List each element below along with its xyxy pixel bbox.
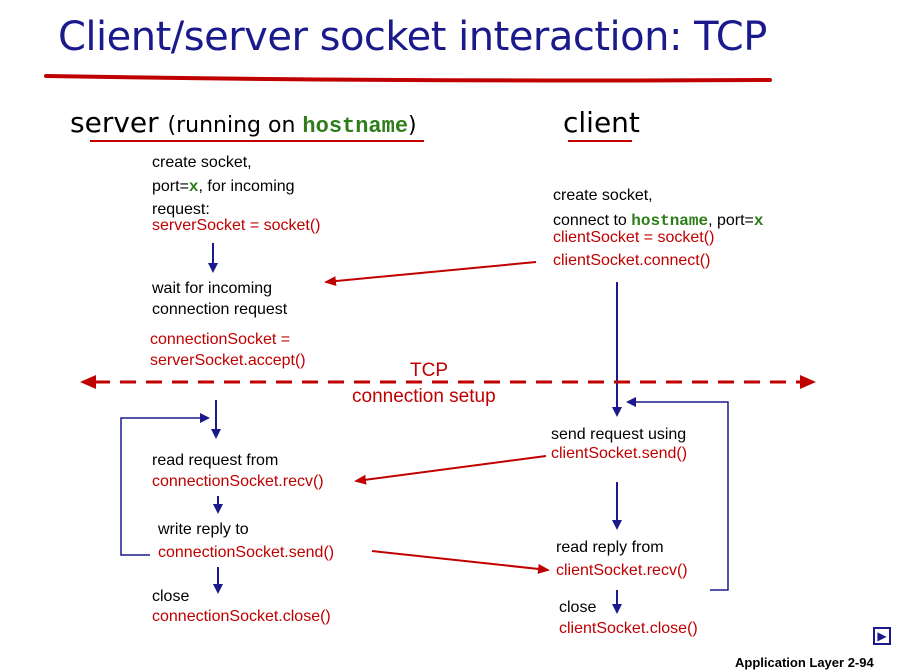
server-close-line1: close	[152, 588, 190, 605]
client-connect-hostname: hostname	[631, 212, 709, 230]
client-connect-port-label: , port=	[708, 212, 754, 229]
server-header-running: (running on	[167, 113, 303, 138]
send-request-arrow	[354, 455, 547, 485]
send-reply-arrow	[371, 550, 550, 574]
client-read-line1: read reply from	[556, 539, 664, 556]
server-port-label: port=	[152, 178, 189, 195]
server-create-line2: port=x, for incoming	[152, 177, 295, 197]
client-send-code: clientSocket.send()	[551, 445, 688, 462]
server-accept-line1: connectionSocket =	[150, 331, 291, 348]
client-send-line1: send request using	[551, 426, 687, 443]
server-port-var: x	[188, 178, 199, 196]
client-create-line1: create socket,	[553, 187, 653, 204]
server-create-line3: request:	[152, 201, 210, 218]
connect-request-arrow	[324, 261, 537, 287]
client-code1: clientSocket = socket()	[553, 229, 715, 246]
server-loop-arrow	[120, 413, 210, 556]
client-header: client	[563, 106, 640, 139]
client-loop-arrow	[626, 397, 729, 591]
server-create-code: serverSocket = socket()	[152, 217, 321, 234]
client-close-line1: close	[559, 599, 597, 616]
server-port-post: , for incoming	[198, 178, 295, 195]
client-code2: clientSocket.connect()	[553, 252, 711, 269]
server-header-close-paren: )	[408, 113, 417, 138]
tcp-setup-right-head	[800, 375, 816, 389]
next-slide-icon[interactable]: ▶	[873, 627, 891, 645]
server-close-code: connectionSocket.close()	[152, 608, 331, 625]
client-close-code: clientSocket.close()	[559, 620, 698, 637]
client-connect-port-var: x	[753, 212, 764, 230]
server-accept-line2: serverSocket.accept()	[150, 352, 306, 369]
slide-title: Client/server socket interaction: TCP	[58, 14, 767, 60]
server-create-line1: create socket,	[152, 154, 252, 171]
client-read-code: clientSocket.recv()	[556, 562, 688, 579]
slide-footer: Application Layer 2-94	[735, 655, 874, 670]
tcp-label: TCP	[410, 360, 448, 381]
tcp-setup-left-head	[80, 375, 96, 389]
server-read-code: connectionSocket.recv()	[152, 473, 324, 490]
server-header: server (running on hostname)	[70, 106, 417, 139]
title-underline	[44, 74, 772, 83]
server-write-line1: write reply to	[158, 521, 249, 538]
server-read-line1: read request from	[152, 452, 279, 469]
server-write-code: connectionSocket.send()	[158, 544, 335, 561]
server-wait-line2: connection request	[152, 301, 288, 318]
client-connect-pre: connect to	[553, 212, 632, 229]
client-connect-line: connect to hostname, port=x	[553, 211, 764, 231]
server-header-word: server	[70, 106, 159, 139]
tcp-connection-setup-label: connection setup	[352, 386, 496, 407]
server-header-hostname: hostname	[302, 114, 409, 139]
server-wait-line1: wait for incoming	[152, 280, 273, 297]
